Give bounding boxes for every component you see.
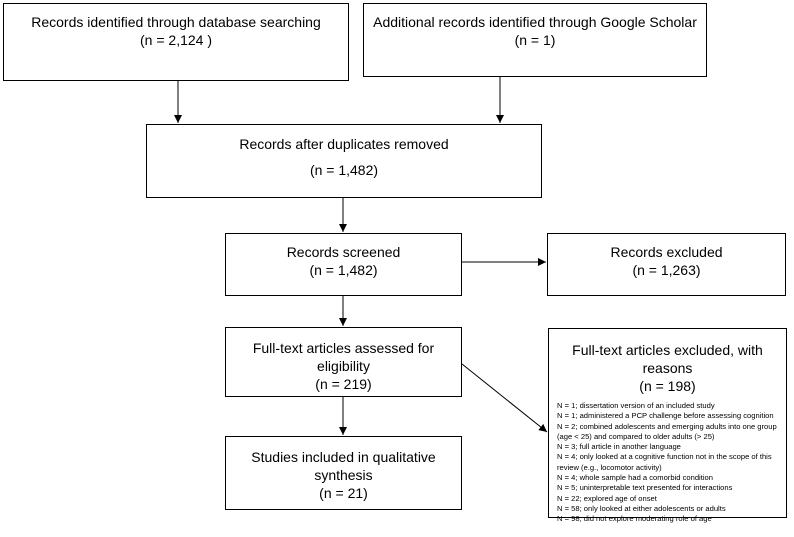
after-duplicates-box: Records after duplicates removed (n = 1,… bbox=[146, 124, 542, 198]
arrow-fulltext-to-excluded bbox=[461, 363, 548, 433]
included-title: Studies included in qualitative synthesi… bbox=[251, 449, 436, 483]
excluded-count: (n = 1,263) bbox=[632, 262, 701, 278]
screened-box: Records screened (n = 1,482) bbox=[225, 233, 462, 296]
exclusion-reason: N = 2; combined adolescents and emerging… bbox=[557, 421, 777, 441]
exclusion-reason: N = 4; whole sample had a comorbid condi… bbox=[557, 473, 713, 483]
exclusion-reason: N = 22; explored age of onset bbox=[557, 493, 657, 503]
database-search-count: (n = 2,124 ) bbox=[140, 32, 212, 48]
exclusion-reason: N = 4; only looked at a cognitive functi… bbox=[557, 452, 772, 472]
after-duplicates-count: (n = 1,482) bbox=[309, 162, 379, 178]
excluded-box: Records excluded (n = 1,263) bbox=[547, 233, 786, 296]
full-text-title: Full-text articles assessed for eligibil… bbox=[252, 340, 435, 374]
screened-title: Records screened bbox=[286, 244, 401, 260]
screened-count: (n = 1,482) bbox=[309, 262, 378, 278]
excluded-title: Records excluded bbox=[610, 244, 723, 260]
full-text-count: (n = 219) bbox=[315, 376, 372, 392]
full-text-excluded-count: (n = 198) bbox=[639, 378, 696, 394]
exclusion-reason: N = 1; dissertation version of an includ… bbox=[557, 401, 715, 410]
full-text-box: Full-text articles assessed for eligibil… bbox=[225, 327, 462, 397]
exclusion-reason: N = 5; uninterpretable text presented fo… bbox=[557, 483, 733, 493]
after-duplicates-title: Records after duplicates removed bbox=[239, 136, 449, 152]
database-search-title: Records identified through database sear… bbox=[31, 14, 321, 30]
full-text-excluded-title: Full-text articles excluded, with reason… bbox=[572, 342, 763, 376]
exclusion-reason: N = 98; did not explore moderating role … bbox=[557, 514, 712, 524]
exclusion-reason: N = 1; administered a PCP challenge befo… bbox=[557, 411, 774, 421]
full-text-excluded-box: Full-text articles excluded, with reason… bbox=[548, 328, 787, 523]
included-box: Studies included in qualitative synthesi… bbox=[225, 436, 462, 510]
exclusion-reasons-list: N = 1; dissertation version of an includ… bbox=[549, 401, 786, 525]
exclusion-reason: N = 3; full article in another language bbox=[557, 442, 681, 452]
exclusion-reason: N = 58; only looked at either adolescent… bbox=[557, 503, 726, 513]
google-scholar-title: Additional records identified through Go… bbox=[373, 14, 697, 30]
google-scholar-count: (n = 1) bbox=[514, 32, 556, 48]
included-count: (n = 21) bbox=[319, 485, 368, 501]
google-scholar-box: Additional records identified through Go… bbox=[363, 3, 707, 77]
database-search-box: Records identified through database sear… bbox=[3, 3, 349, 81]
